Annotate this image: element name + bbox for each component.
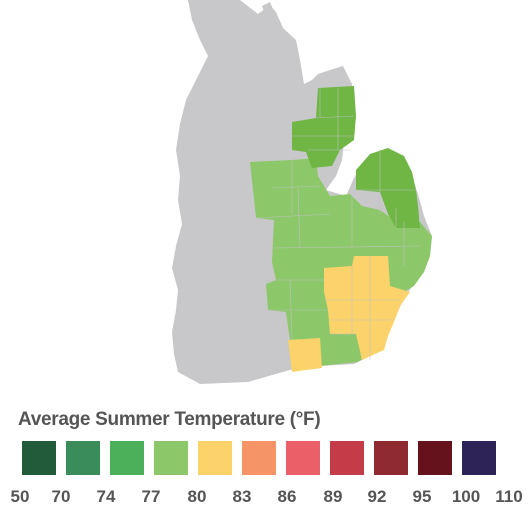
legend-tick-label: 100 (451, 487, 481, 506)
legend-title: Average Summer Temperature (°F) (18, 409, 321, 430)
michigan-map (172, 0, 432, 384)
legend-swatch (154, 441, 188, 475)
legend-swatch (462, 441, 496, 475)
legend-swatches (22, 441, 506, 475)
legend-tick-label: 74 (96, 487, 116, 506)
legend-swatch (286, 441, 320, 475)
legend-tick-label: 77 (141, 487, 161, 506)
legend-swatch (198, 441, 232, 475)
legend-tick-label: 70 (51, 487, 71, 506)
island (262, 2, 274, 16)
legend-swatch (374, 441, 408, 475)
legend-tick-label: 95 (412, 487, 432, 506)
legend-tick-label: 86 (277, 487, 297, 506)
region-80-sw (288, 338, 322, 372)
legend-swatch (66, 441, 100, 475)
legend-tick-label: 89 (323, 487, 343, 506)
legend-swatch (418, 441, 452, 475)
legend-swatch (242, 441, 276, 475)
legend-swatch (110, 441, 144, 475)
legend-tick-label: 50 (10, 487, 30, 506)
legend-tick-label: 92 (367, 487, 387, 506)
legend-tick-label: 83 (232, 487, 252, 506)
island (210, 66, 220, 98)
legend-tick-labels: 50 70 74 77 80 83 86 89 92 95 100 110 (0, 487, 529, 511)
region-74-north (292, 86, 356, 168)
legend-tick-label: 110 (495, 487, 523, 506)
legend-swatch (22, 441, 56, 475)
legend-tick-label: 80 (187, 487, 207, 506)
county-borders (255, 88, 421, 360)
region-74-thumb (356, 148, 420, 228)
legend-swatch (330, 441, 364, 475)
